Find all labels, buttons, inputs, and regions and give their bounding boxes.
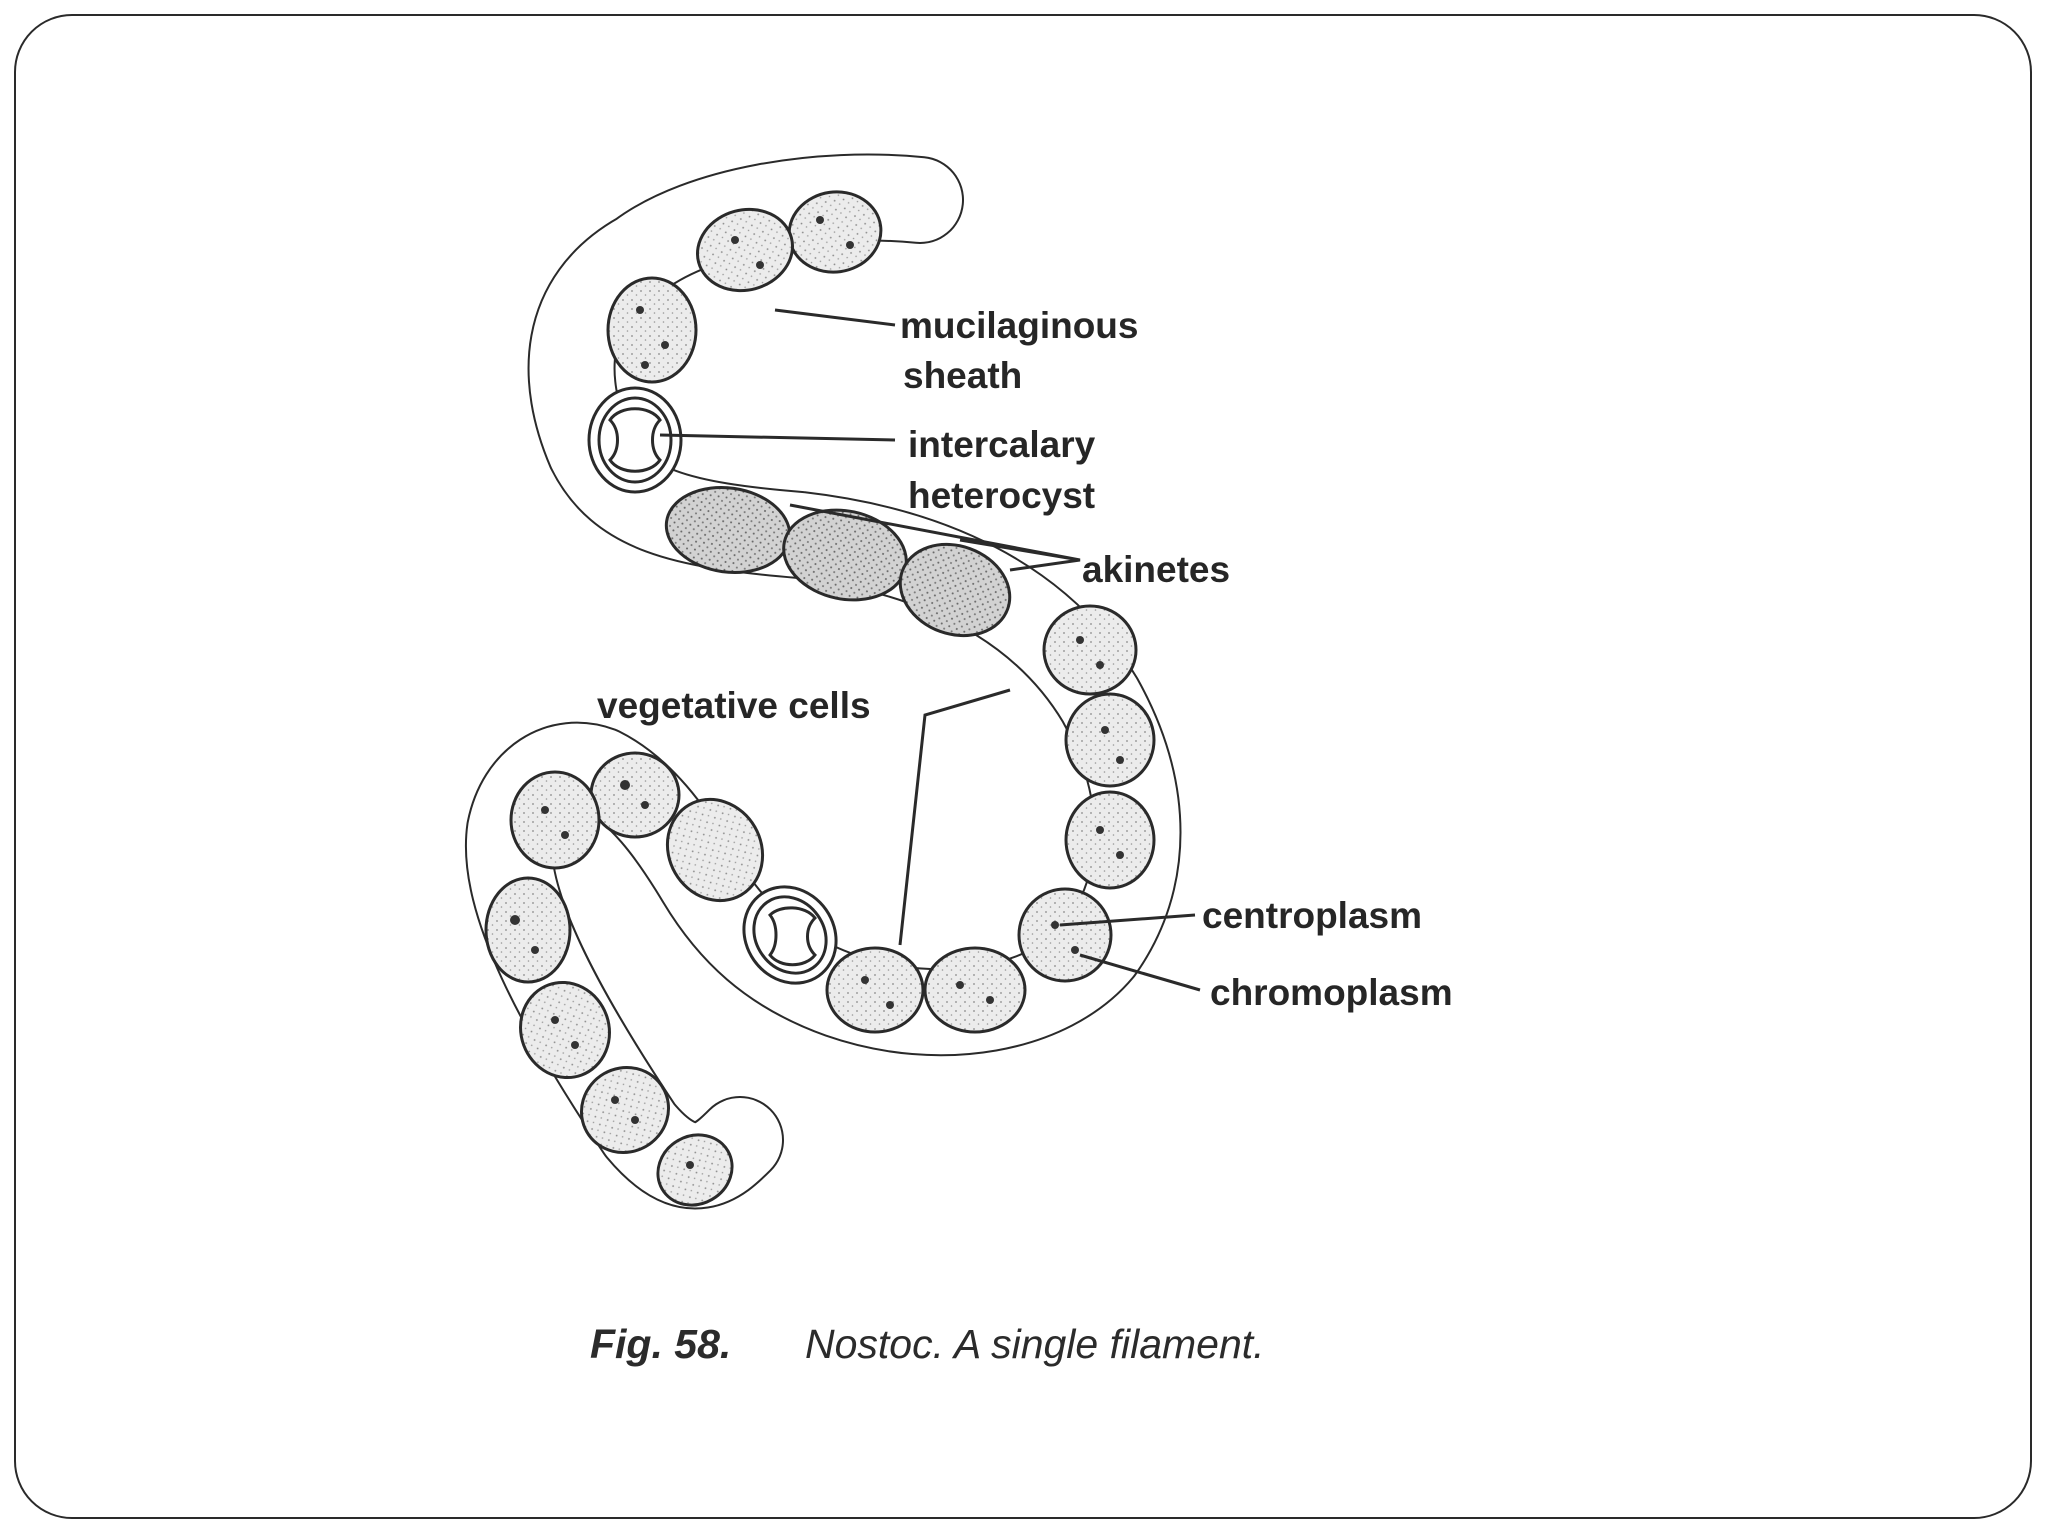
vegetative-cell (1064, 790, 1156, 890)
label-heterocyst: heterocyst (908, 475, 1095, 516)
label-centroplasm: centroplasm (1202, 895, 1422, 936)
slide-frame (14, 14, 2032, 1519)
vegetative-cell (665, 797, 765, 903)
akinetes (664, 486, 1012, 638)
label-vegetative-cells: vegetative cells (597, 685, 871, 726)
leader-chromoplasm (1079, 953, 1201, 992)
leader-heterocyst (659, 433, 896, 442)
leader-sheath (774, 308, 896, 327)
vegetative-cell (579, 1065, 671, 1155)
label-intercalary: intercalary (908, 424, 1096, 465)
label-sheath: sheath (903, 355, 1022, 396)
leader-lines (659, 308, 1201, 992)
leader-vegetative-cells (898, 688, 1011, 946)
vegetative-cell (484, 876, 572, 984)
intercalary-heterocyst (742, 885, 838, 985)
caption-number: Fig. 58. (590, 1321, 731, 1367)
caption-text: Nostoc. A single filament. (805, 1321, 1265, 1367)
vegetative-cell (1042, 604, 1138, 696)
intercalary-heterocyst (587, 386, 683, 494)
vegetative-cell (509, 770, 601, 870)
vegetative-cell (606, 276, 698, 384)
vegetative-cell (656, 1133, 734, 1207)
vegetative-cell (695, 207, 795, 293)
akinete (898, 542, 1012, 638)
label-akinetes: akinetes (1082, 549, 1230, 590)
vegetative-cell (825, 946, 925, 1034)
vegetative-cell (589, 751, 681, 839)
leader-centroplasm (1059, 913, 1196, 927)
vegetative-cell (519, 980, 611, 1080)
leader-akinetes (789, 503, 1081, 572)
vegetative-cell (1064, 692, 1156, 788)
heterocysts (587, 386, 838, 985)
label-chromoplasm: chromoplasm (1210, 972, 1453, 1013)
vegetative-cell (923, 946, 1027, 1034)
label-mucilaginous: mucilaginous (900, 305, 1138, 346)
vegetative-cell (1017, 887, 1113, 983)
cell-granules (510, 216, 1124, 1169)
vegetative-cells (484, 190, 1156, 1207)
